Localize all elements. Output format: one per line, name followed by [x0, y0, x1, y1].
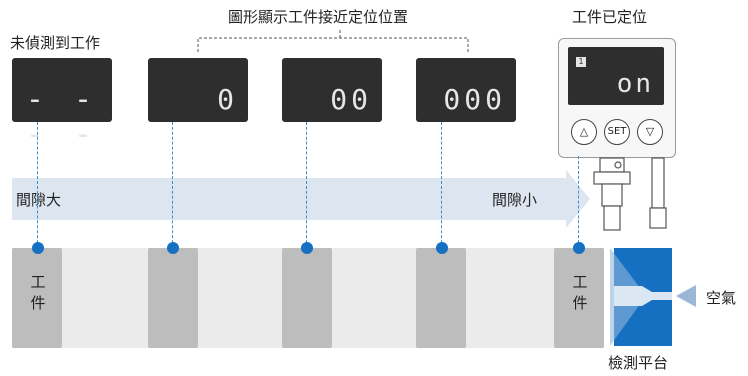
label-not-detected: 未偵測到工作 — [10, 34, 101, 52]
display-approach-2: 00 — [282, 58, 382, 122]
workpiece-5-label: 工件 — [572, 273, 588, 312]
position-dot — [32, 242, 44, 254]
air-arrow-icon — [676, 285, 696, 307]
label-positioned: 工件已定位 — [572, 8, 648, 26]
workpiece-2 — [148, 248, 198, 348]
display-value: 0 — [217, 83, 238, 116]
label-platform: 檢測平台 — [608, 354, 669, 372]
sensor-screen: 1 on — [568, 47, 664, 105]
position-dot — [301, 242, 313, 254]
sensor-set-button[interactable]: SET — [604, 119, 630, 145]
label-approach-title: 圖形顯示工件接近定位位置 — [228, 8, 409, 26]
display-not-detected: - - - - — [12, 58, 112, 152]
display-value: 000 — [443, 83, 506, 116]
display-approach-1: 0 — [148, 58, 248, 122]
workpiece-1 — [12, 248, 62, 348]
sensor-channel: 1 — [576, 57, 586, 67]
sensor-down-button[interactable]: ▽ — [637, 119, 663, 145]
workpiece-5 — [554, 248, 604, 348]
display-approach-3: 000 — [416, 58, 516, 122]
label-air: 空氣 — [706, 289, 737, 307]
workpiece-3 — [282, 248, 332, 348]
guide-line — [441, 122, 442, 248]
approach-bracket — [197, 30, 469, 52]
guide-line — [578, 156, 579, 248]
air-channel — [610, 248, 672, 346]
gap-arrow-bar — [12, 178, 567, 220]
display-value: - - - - — [25, 82, 99, 152]
sensor-value: on — [616, 69, 654, 99]
guide-line — [172, 122, 173, 248]
label-gap-small: 間隙小 — [492, 191, 538, 209]
guide-line — [306, 122, 307, 248]
proximity-sensor: 1 on △ SET ▽ — [558, 38, 676, 158]
sensor-connector-icon — [593, 157, 667, 231]
workpiece-4 — [416, 248, 466, 348]
display-value: 00 — [330, 83, 372, 116]
position-dot — [573, 242, 585, 254]
sensor-up-button[interactable]: △ — [571, 119, 597, 145]
label-gap-large: 間隙大 — [16, 191, 62, 209]
guide-line — [37, 122, 38, 248]
position-dot — [167, 242, 179, 254]
position-dot — [436, 242, 448, 254]
workpiece-1-label: 工件 — [30, 273, 46, 312]
